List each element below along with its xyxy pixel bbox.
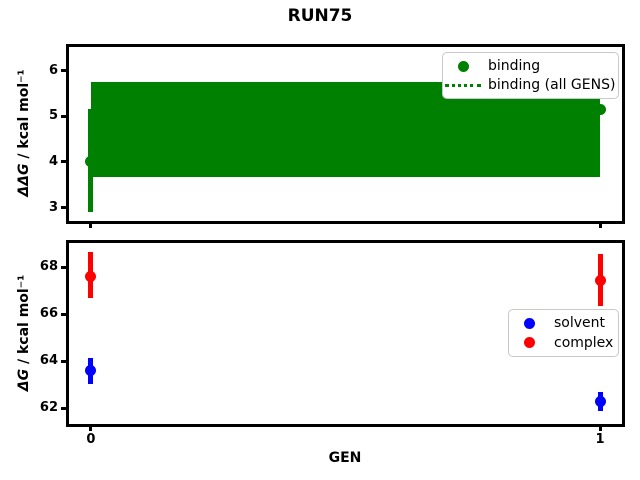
legend-label-binding-all-gens: binding (all GENS) xyxy=(488,77,616,93)
legend-entry-binding-all-gens: binding (all GENS) xyxy=(443,77,616,93)
binding-dot-icon xyxy=(443,60,483,72)
legend-entry-complex: complex xyxy=(509,334,614,351)
legend-label-complex: complex xyxy=(554,334,614,351)
chart-title: RUN75 xyxy=(287,6,353,26)
legend-label-solvent: solvent xyxy=(554,315,606,332)
x-tick-label: 1 xyxy=(595,432,605,447)
dotted-line-icon xyxy=(443,83,483,87)
x-axis-label: GEN xyxy=(328,450,362,466)
bottom-y-axis-label: ΔG / kcal mol⁻¹ xyxy=(16,275,32,391)
bottom-y-axis-label-symbol: ΔG xyxy=(16,368,32,392)
top-y-axis-label-symbol: ΔΔG xyxy=(16,163,32,197)
binding-legend: binding binding (all GENS) xyxy=(442,52,619,99)
legend-entry-solvent: solvent xyxy=(509,315,612,331)
y-tick-label: 62 xyxy=(39,400,58,416)
legend-label-binding: binding xyxy=(488,58,541,74)
complex-dot-icon xyxy=(509,337,549,349)
top-y-axis-label-units: / kcal mol⁻¹ xyxy=(16,69,32,164)
y-tick-label: 3 xyxy=(48,199,58,215)
bottom-y-axis-label-units: / kcal mol⁻¹ xyxy=(16,274,32,369)
dg-legend: solvent complex xyxy=(508,309,619,357)
top-y-axis-label: ΔΔG / kcal mol⁻¹ xyxy=(16,69,32,196)
legend-entry-binding: binding xyxy=(443,58,612,74)
solvent-dot-icon xyxy=(509,317,549,329)
x-tick-label: 0 xyxy=(86,432,96,447)
y-tick-label: 68 xyxy=(39,259,58,275)
